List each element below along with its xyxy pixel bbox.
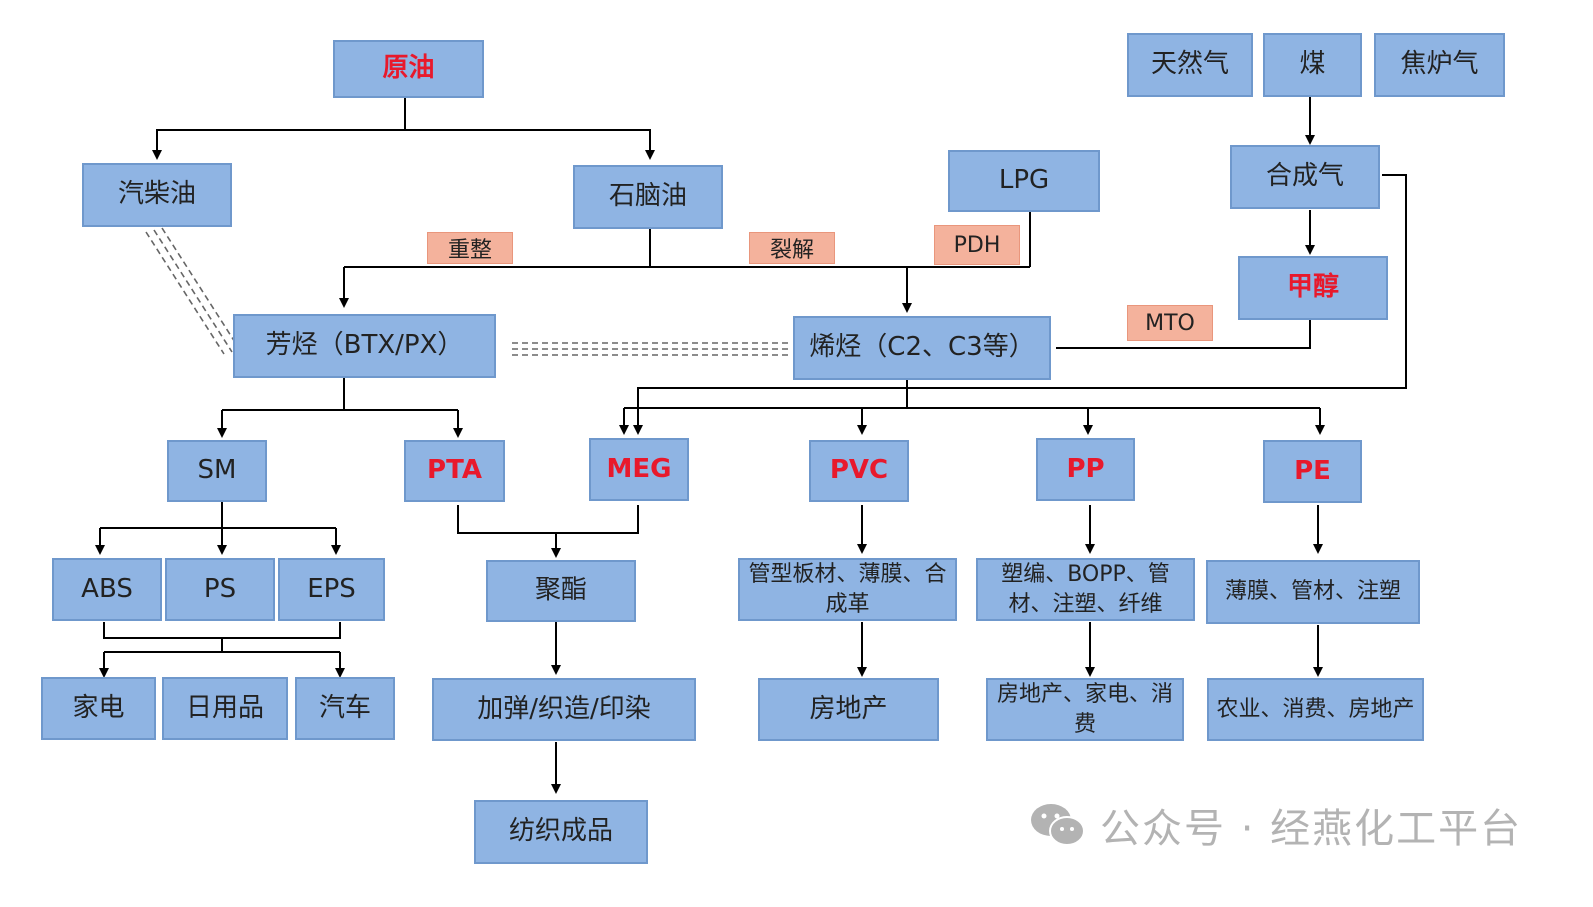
node-natural-gas: 天然气 — [1127, 33, 1253, 97]
edge-styrenics-bus — [103, 622, 341, 653]
node-texturing-weaving-dyeing: 加弹/织造/印染 — [432, 678, 696, 741]
node-naphtha: 石脑油 — [573, 165, 723, 229]
edge-pta-meg-to-polyester — [457, 505, 639, 556]
edge-to-aromatics — [344, 266, 1030, 306]
process-pdh: PDH — [934, 225, 1020, 265]
node-appliances: 家电 — [41, 677, 156, 740]
node-polyester: 聚酯 — [486, 560, 636, 622]
process-reforming: 重整 — [427, 232, 513, 264]
node-coke-oven-gas: 焦炉气 — [1374, 33, 1505, 97]
edge-olefins-bus — [624, 380, 1320, 409]
edge-crude-to-diesel — [152, 97, 406, 160]
node-daily-goods: 日用品 — [162, 677, 288, 740]
node-diesel-gasoline: 汽柴油 — [82, 163, 232, 227]
node-olefins: 烯烃（C2、C3等） — [793, 316, 1051, 380]
watermark: 公众号 · 经燕化工平台 — [1028, 795, 1522, 855]
node-pe: PE — [1263, 440, 1362, 503]
node-aromatics: 芳烃（BTX/PX） — [233, 314, 496, 378]
node-crude-oil: 原油 — [333, 40, 484, 98]
node-pta: PTA — [404, 440, 505, 502]
node-pp: PP — [1036, 438, 1135, 501]
edge-sm-bus — [100, 502, 336, 529]
node-pp-applications: 塑编、BOPP、管材、注塑、纤维 — [976, 558, 1195, 621]
node-pe-applications: 薄膜、管材、注塑 — [1206, 560, 1420, 624]
edge-syngas-to-meg — [633, 174, 1407, 435]
node-pe-end-market: 农业、消费、房地产 — [1207, 678, 1424, 741]
process-cracking: 裂解 — [749, 232, 835, 264]
node-textiles: 纺织成品 — [474, 800, 648, 864]
node-automobile: 汽车 — [295, 677, 395, 740]
node-lpg: LPG — [948, 150, 1100, 212]
watermark-text: 公众号 · 经燕化工平台 — [1100, 806, 1523, 852]
node-abs: ABS — [52, 558, 162, 621]
wechat-icon — [1031, 804, 1085, 846]
node-meg: MEG — [589, 438, 689, 501]
node-methanol: 甲醇 — [1238, 256, 1388, 320]
node-pvc-applications: 管型板材、薄膜、合成革 — [738, 558, 957, 621]
node-coal: 煤 — [1263, 33, 1362, 97]
dashed-link-aromatics-olefins — [512, 342, 790, 356]
edge-aromatics-bus — [222, 378, 458, 411]
node-sm: SM — [167, 440, 267, 502]
node-pvc: PVC — [809, 440, 909, 502]
edge-crude-to-naphtha — [405, 129, 655, 160]
process-mto: MTO — [1127, 305, 1213, 341]
dashed-link-diesel-aromatics — [145, 227, 241, 355]
node-pp-end-market: 房地产、家电、消费 — [986, 678, 1184, 741]
node-ps: PS — [165, 558, 275, 621]
node-pvc-end-market: 房地产 — [758, 678, 939, 741]
node-syngas: 合成气 — [1230, 145, 1380, 209]
edge-methanol-mto-olefins — [1056, 320, 1311, 349]
node-eps: EPS — [278, 558, 385, 621]
